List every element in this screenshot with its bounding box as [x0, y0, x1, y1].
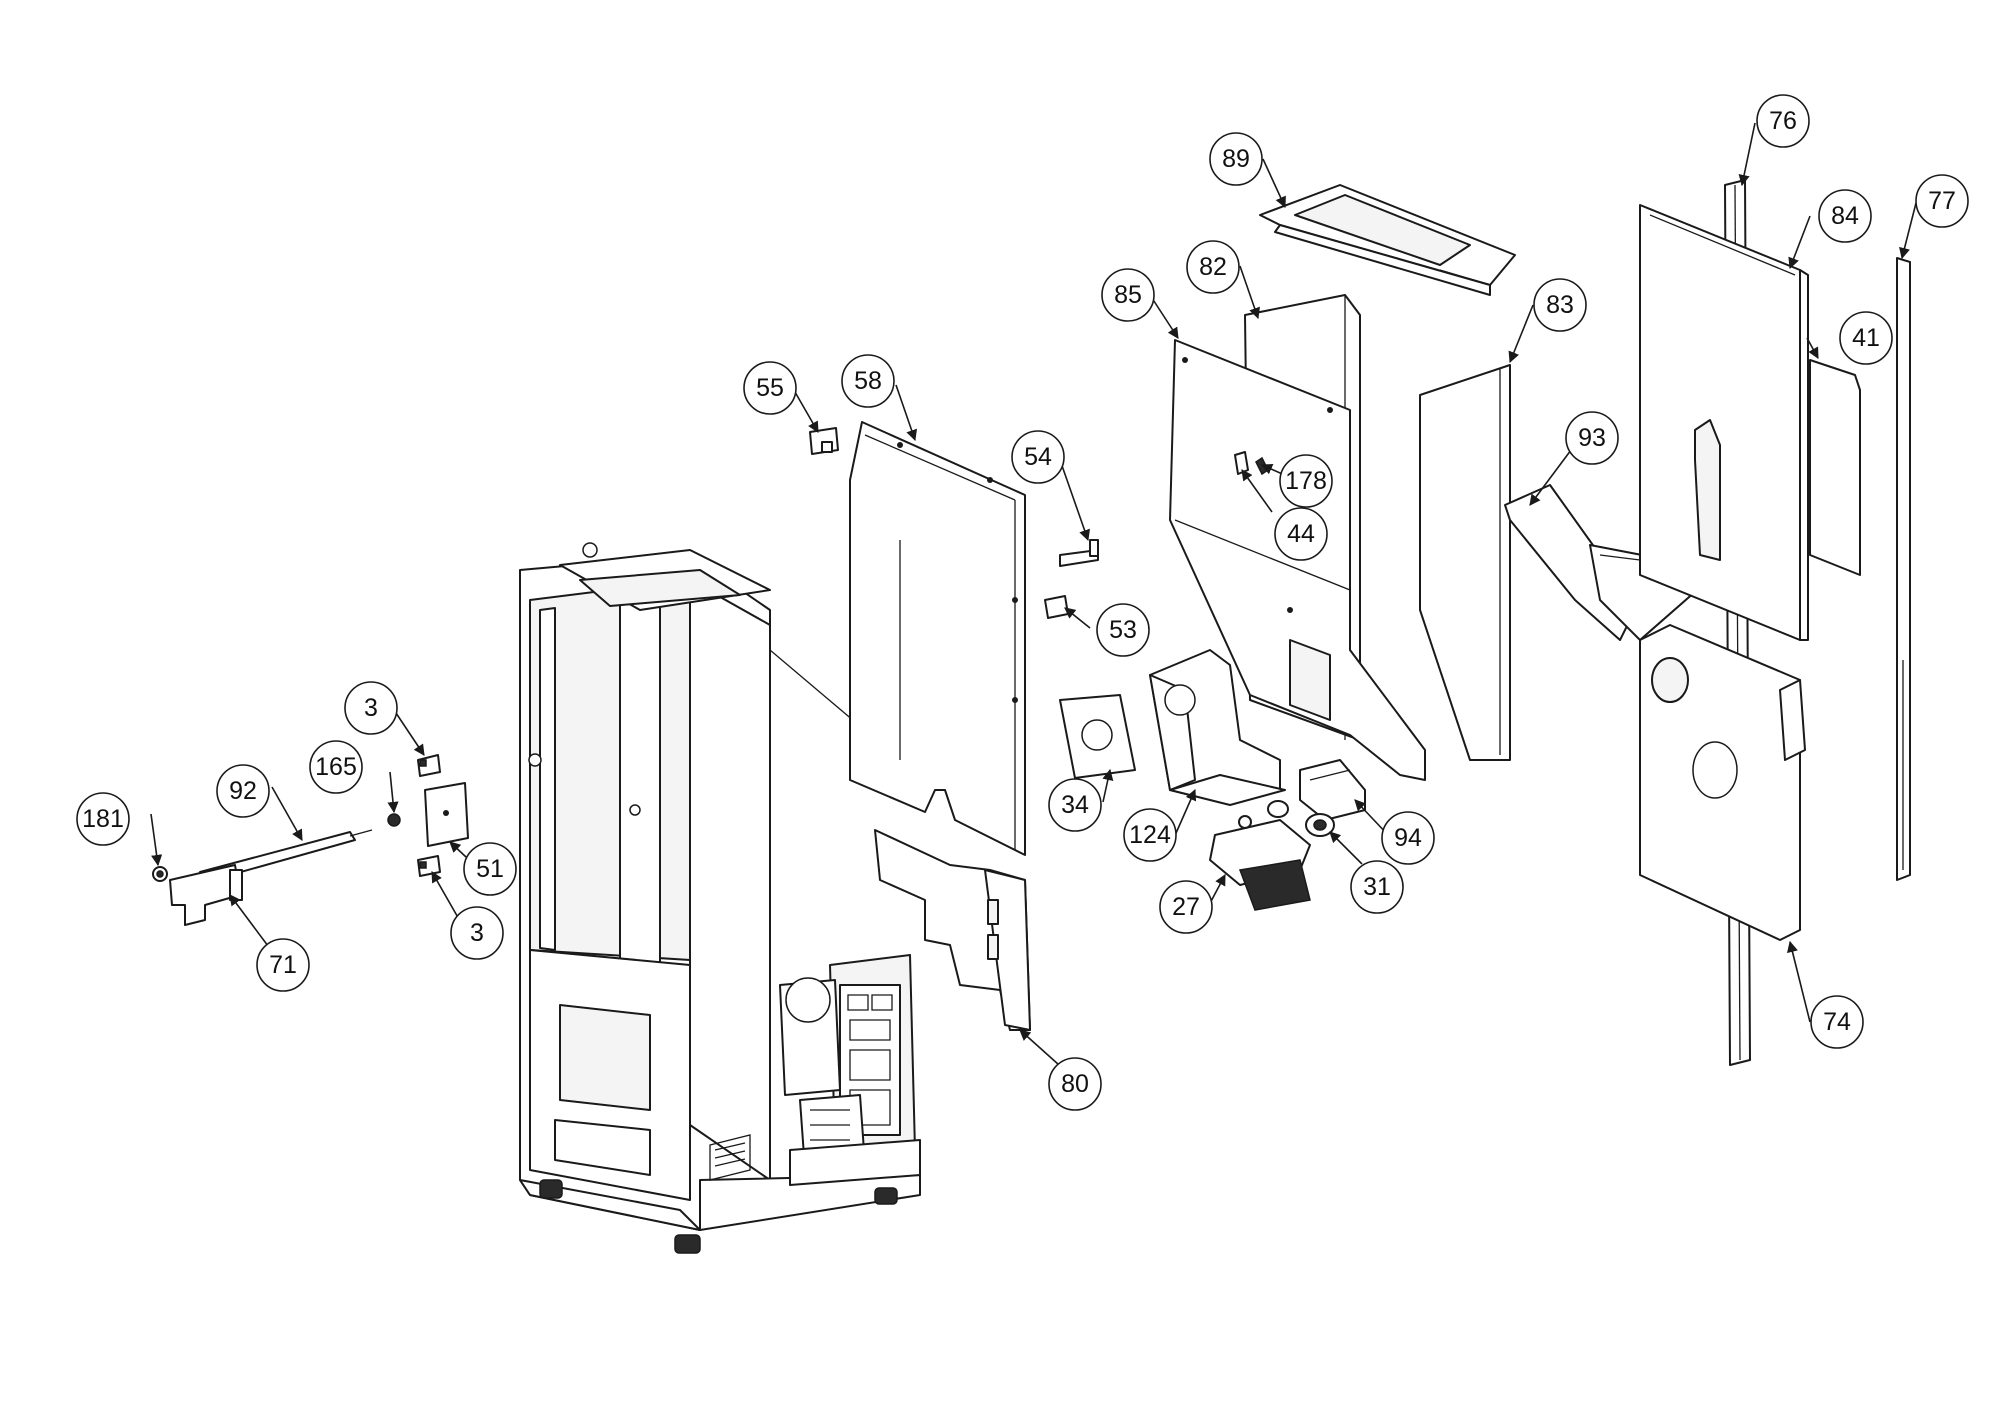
- svg-text:44: 44: [1287, 520, 1315, 548]
- callout-34: 34: [1048, 778, 1102, 832]
- part-94-bracket: [1299, 759, 1366, 821]
- callout-85: 85: [1101, 268, 1155, 322]
- callout-93: 93: [1565, 411, 1619, 465]
- svg-text:76: 76: [1769, 107, 1797, 135]
- callout-89: 89: [1209, 132, 1263, 186]
- callout-55: 55: [743, 361, 797, 415]
- svg-text:178: 178: [1285, 467, 1327, 495]
- callout-58: 58: [841, 354, 895, 408]
- svg-text:3: 3: [470, 919, 484, 947]
- callout-84: 84: [1818, 189, 1872, 243]
- callout-71: 71: [256, 938, 310, 992]
- part-84-back-panel: [1639, 204, 1809, 641]
- callout-77: 77: [1915, 174, 1969, 228]
- part-3-clip-lower: [417, 855, 441, 877]
- callout-3-lower: 3: [450, 906, 504, 960]
- part-44-clip: [1234, 451, 1249, 475]
- callout-31: 31: [1350, 860, 1404, 914]
- callout-54: 54: [1011, 430, 1065, 484]
- callout-165: 165: [309, 740, 363, 794]
- part-34-gasket-plate: [1059, 694, 1136, 779]
- control-board-assembly: [779, 954, 921, 1186]
- callout-83: 83: [1533, 278, 1587, 332]
- svg-text:85: 85: [1114, 281, 1142, 309]
- callout-178: 178: [1279, 454, 1333, 508]
- part-53-bracket: [1044, 595, 1069, 619]
- main-frame: [519, 542, 921, 1254]
- part-124-burner-channel: [1149, 649, 1286, 806]
- part-54-bracket: [1059, 539, 1099, 567]
- svg-text:71: 71: [269, 951, 297, 979]
- part-31-disc: [1267, 800, 1335, 837]
- svg-text:89: 89: [1222, 145, 1250, 173]
- svg-text:77: 77: [1928, 187, 1956, 215]
- svg-text:83: 83: [1546, 291, 1574, 319]
- callout-41: 41: [1839, 311, 1893, 365]
- svg-text:54: 54: [1024, 443, 1052, 471]
- part-3-clip-upper: [417, 754, 441, 777]
- svg-text:51: 51: [476, 855, 504, 883]
- callout-27: 27: [1159, 880, 1213, 934]
- callout-51: 51: [463, 842, 517, 896]
- svg-text:93: 93: [1578, 424, 1606, 452]
- svg-text:53: 53: [1109, 616, 1137, 644]
- part-58-side-panel: [849, 421, 1026, 856]
- callout-44: 44: [1274, 507, 1328, 561]
- svg-text:34: 34: [1061, 791, 1089, 819]
- svg-text:80: 80: [1061, 1070, 1089, 1098]
- svg-text:94: 94: [1394, 824, 1422, 852]
- part-165-knob: [387, 813, 401, 827]
- part-83-side-panel: [1419, 364, 1511, 761]
- svg-text:74: 74: [1823, 1008, 1851, 1036]
- part-27-fan-motor: [1209, 815, 1311, 911]
- svg-text:84: 84: [1831, 202, 1859, 230]
- part-181-nut: [152, 866, 168, 882]
- svg-text:3: 3: [364, 694, 378, 722]
- callout-3-upper: 3: [344, 681, 398, 735]
- svg-text:82: 82: [1199, 253, 1227, 281]
- callout-53: 53: [1096, 603, 1150, 657]
- part-77-strip: [1896, 257, 1911, 881]
- part-41-plate: [1809, 359, 1861, 576]
- callout-92: 92: [216, 764, 270, 818]
- svg-text:27: 27: [1172, 893, 1200, 921]
- svg-text:41: 41: [1852, 324, 1880, 352]
- callout-74: 74: [1810, 995, 1864, 1049]
- svg-text:92: 92: [229, 777, 257, 805]
- part-55-bracket: [809, 427, 839, 455]
- part-71-bracket: [169, 864, 243, 926]
- callout-124: 124: [1123, 808, 1177, 862]
- part-74-lower-back-panel: [1639, 624, 1806, 941]
- part-51-plate: [424, 782, 469, 847]
- callout-181: 181: [76, 792, 130, 846]
- callout-80: 80: [1048, 1057, 1102, 1111]
- svg-text:31: 31: [1363, 873, 1391, 901]
- svg-text:124: 124: [1129, 821, 1171, 849]
- part-89-top-frame: [1259, 184, 1516, 296]
- svg-text:181: 181: [82, 805, 124, 833]
- callout-82: 82: [1186, 240, 1240, 294]
- svg-text:58: 58: [854, 367, 882, 395]
- svg-text:55: 55: [756, 374, 784, 402]
- callout-76: 76: [1756, 94, 1810, 148]
- svg-text:165: 165: [315, 753, 357, 781]
- callout-94: 94: [1381, 811, 1435, 865]
